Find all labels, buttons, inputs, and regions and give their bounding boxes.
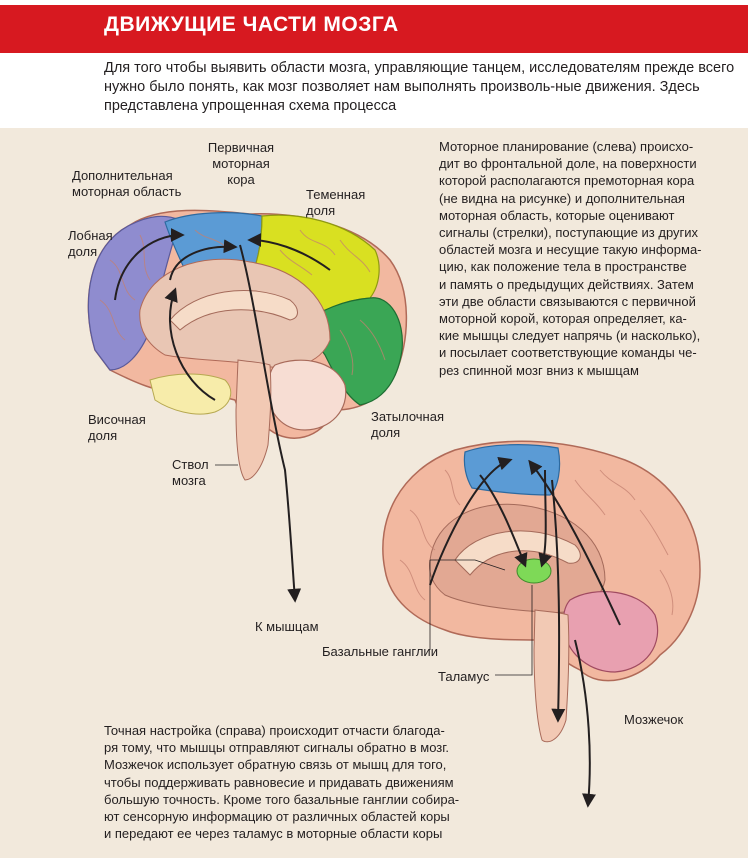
para-line: сигналы (стрелки), поступающие из других xyxy=(439,225,699,241)
para-line: эти две области связываются с первичной xyxy=(439,293,696,309)
label-line: Ствол xyxy=(172,457,209,472)
temporal-lobe xyxy=(149,373,232,415)
para-line: Моторное планирование (слева) происхо- xyxy=(439,139,694,154)
label-line: Теменная xyxy=(306,187,366,202)
corpus-callosum xyxy=(169,290,298,331)
para-line: которой располагаются премоторная кора xyxy=(439,173,695,189)
label-line: Затылочная xyxy=(371,409,444,424)
label-cerebellum: Мозжечок xyxy=(624,712,684,727)
label-line: моторная xyxy=(212,156,270,171)
header-bar xyxy=(0,5,748,53)
right-corpus-callosum xyxy=(454,530,581,576)
para-line: рез спинной мозг вниз к мышцам xyxy=(439,362,639,378)
label-line: Височная xyxy=(88,412,146,427)
label-thalamus: Таламус xyxy=(438,669,490,684)
medial-surface xyxy=(139,258,331,368)
basal-ganglia-region xyxy=(516,558,552,584)
right-brainstem xyxy=(533,609,570,743)
para-line: ря тому, что мышцы отправляют сигналы об… xyxy=(104,740,450,756)
para-line: и память о предыдущих действиях. Затем xyxy=(439,276,694,292)
para-line: чтобы поддерживать равновесие и придават… xyxy=(104,774,454,790)
para-line: моторной корой, которая определяет, ка- xyxy=(439,311,687,327)
para-line: и передают ее через таламус в моторные о… xyxy=(104,826,443,842)
left-brain xyxy=(87,209,408,603)
intro-text: Для того чтобы выявить области мозга, уп… xyxy=(104,60,735,114)
label-occipital-lobe: Затылочная доля xyxy=(371,409,444,441)
para-line: большую точность. Кроме того базальные г… xyxy=(104,791,460,807)
label-line: доля xyxy=(88,428,118,443)
fine-tuning-paragraph: Точная настройка (справа) происходит отч… xyxy=(104,722,524,842)
right-brain xyxy=(382,440,701,808)
label-line: Лобная xyxy=(68,228,113,243)
motor-planning-paragraph: Моторное планирование (слева) происхо- д… xyxy=(439,138,731,379)
label-line: моторная область xyxy=(72,184,182,199)
label-supplementary-motor: Дополнительная моторная область xyxy=(72,168,181,200)
label-basal-ganglia: Базальные ганглии xyxy=(322,644,438,659)
left-cerebellum xyxy=(267,359,347,431)
label-line: мозга xyxy=(172,473,206,488)
label-primary-motor: Первичная моторная кора xyxy=(198,140,284,188)
para-line: кие мышцы следует напрячь (и насколько), xyxy=(439,328,701,344)
para-line: дит во фронтальной доле, на поверхности xyxy=(439,156,697,172)
para-line: Мозжечок использует обратную связь от мы… xyxy=(104,757,447,773)
page-title: ДВИЖУЩИЕ ЧАСТИ МОЗГА xyxy=(104,13,399,36)
label-parietal-lobe: Теменная доля xyxy=(306,187,365,219)
label-line: кора xyxy=(227,172,255,187)
para-line: (не видна на рисунке) и дополнительная xyxy=(439,190,685,206)
label-line: доля xyxy=(306,203,336,218)
para-line: моторная область, которые оценивают xyxy=(439,207,675,223)
para-line: ют сенсорную информацию от различных обл… xyxy=(104,809,450,825)
label-line: доля xyxy=(371,425,401,440)
label-line: Первичная xyxy=(207,140,275,155)
para-line: цию, как положение тела в пространстве xyxy=(439,259,687,275)
label-frontal-lobe: Лобная доля xyxy=(68,228,113,260)
label-line: доля xyxy=(68,244,98,259)
para-line: областей мозга и несущие такую информа- xyxy=(439,242,702,258)
label-line: Дополнительная xyxy=(72,168,173,183)
label-brainstem: Ствол мозга xyxy=(172,457,209,489)
para-line: и посылает соответствующие команды че- xyxy=(439,345,697,361)
label-temporal-lobe: Височная доля xyxy=(88,412,146,444)
para-line: Точная настройка (справа) происходит отч… xyxy=(104,723,445,738)
label-to-muscles: К мышцам xyxy=(255,619,319,634)
